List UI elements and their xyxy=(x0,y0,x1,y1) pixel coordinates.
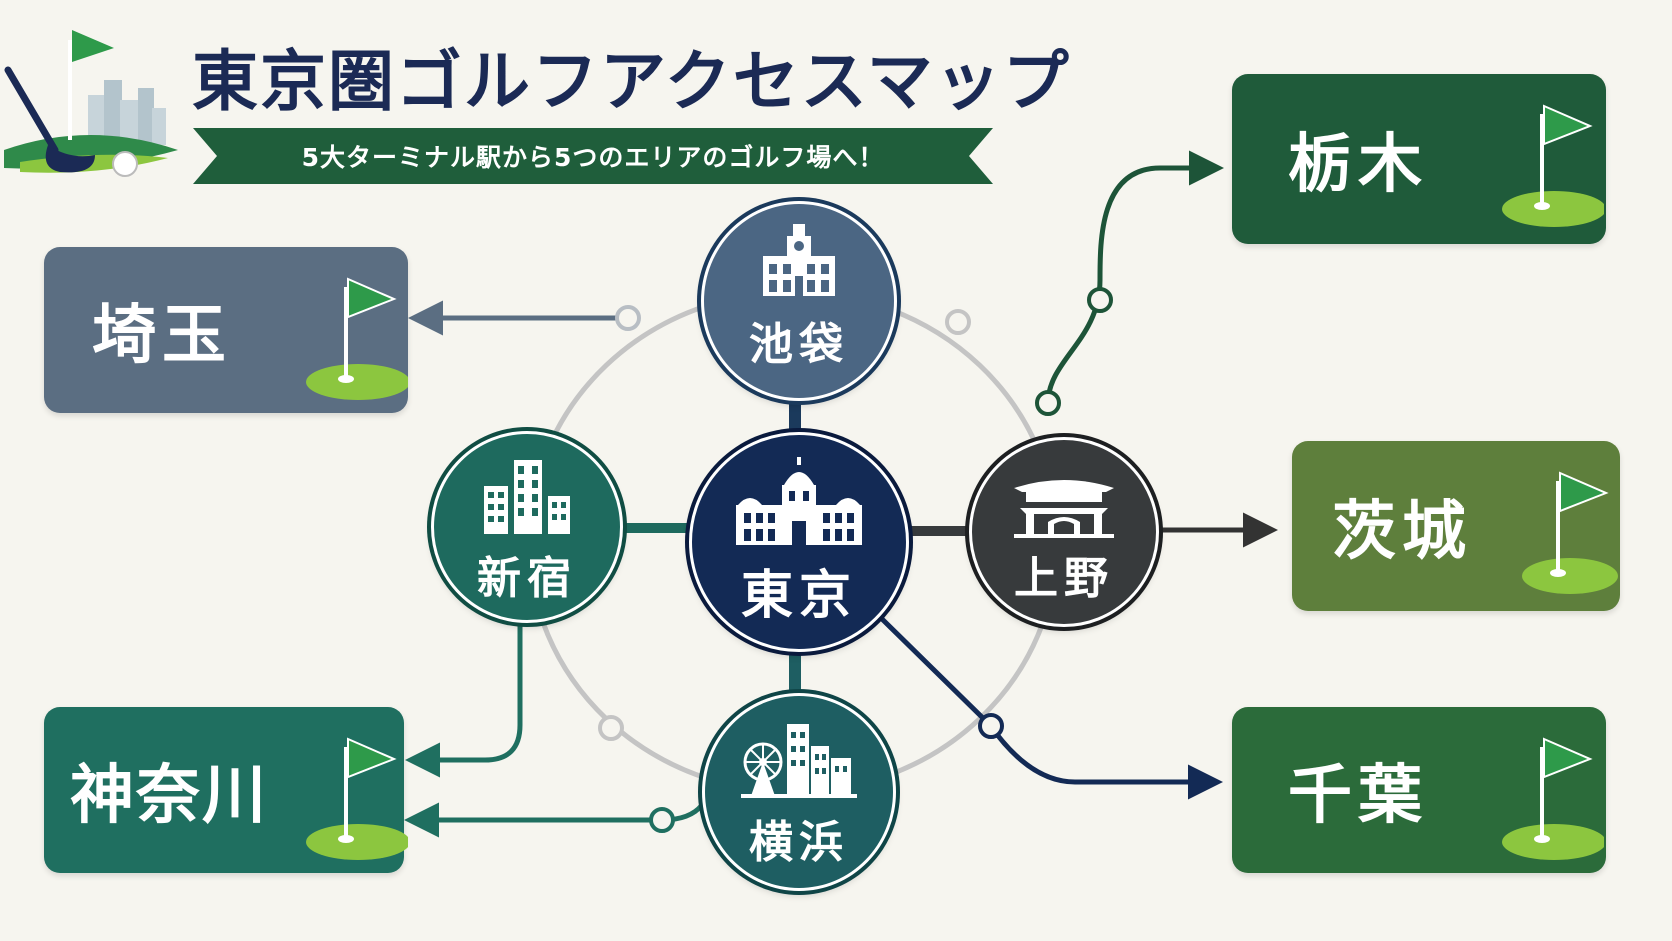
region-label: 千葉 xyxy=(1288,759,1428,833)
station-ikebukuro[interactable]: 池袋 xyxy=(701,201,897,401)
region-label: 埼玉 xyxy=(92,299,232,373)
region-label: 栃木 xyxy=(1288,128,1428,202)
ferris-wheel-skyline-icon xyxy=(741,724,857,798)
golf-flag-icon xyxy=(1502,737,1604,860)
tokyo-station-building-icon xyxy=(736,457,862,545)
station-ueno[interactable]: 上野 xyxy=(969,437,1159,627)
station-label: 横浜 xyxy=(749,817,849,868)
golf-flag-icon xyxy=(306,737,408,860)
region-card-tochigi[interactable]: 栃木 xyxy=(1232,74,1606,244)
station-label: 東京 xyxy=(740,566,857,626)
station-yokohama[interactable]: 横浜 xyxy=(702,693,896,891)
golf-flag-icon xyxy=(1522,471,1618,594)
golf-flag-icon xyxy=(1502,104,1604,227)
region-card-ibaraki[interactable]: 茨城 xyxy=(1292,441,1620,611)
subtitle-ribbon: 5大ターミナル駅から5つのエリアのゴルフ場へ！ xyxy=(193,128,993,184)
region-card-saitama[interactable]: 埼玉 xyxy=(44,247,408,413)
station-label: 池袋 xyxy=(749,319,849,370)
page-title: 東京圏ゴルフアクセスマップ xyxy=(192,43,1071,120)
station-shinjuku[interactable]: 新宿 xyxy=(431,431,623,623)
region-label: 茨城 xyxy=(1332,495,1472,569)
golf-flag-icon xyxy=(306,277,408,400)
station-label: 上野 xyxy=(1014,553,1114,604)
clocktower-building-icon xyxy=(763,224,835,296)
golf-logo-icon xyxy=(4,30,178,177)
temple-gate-icon xyxy=(1014,480,1114,538)
region-label: 神奈川 xyxy=(70,759,268,833)
region-card-chiba[interactable]: 千葉 xyxy=(1232,707,1606,873)
station-label: 新宿 xyxy=(477,553,577,604)
region-card-kanagawa[interactable]: 神奈川 xyxy=(44,707,408,873)
subtitle-text: 5大ターミナル駅から5つのエリアのゴルフ場へ！ xyxy=(301,143,885,172)
skyscrapers-icon xyxy=(484,460,570,534)
station-tokyo[interactable]: 東京 xyxy=(689,432,909,652)
